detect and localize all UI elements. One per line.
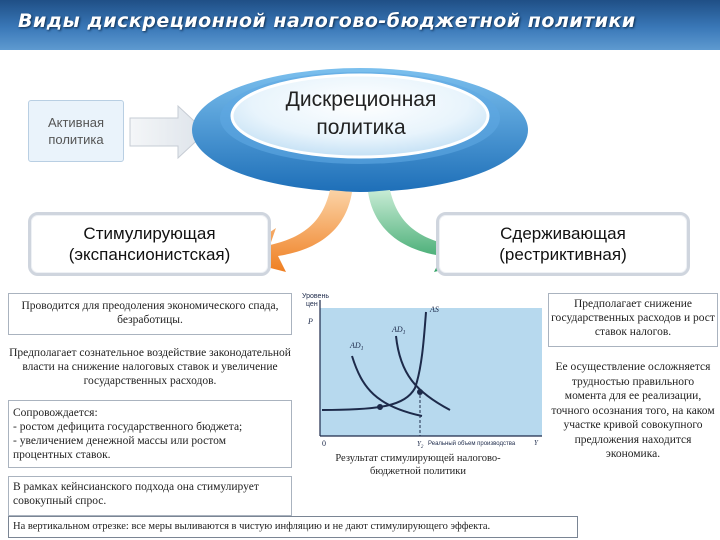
stimulating-policy-box: Стимулирующая (экспансионистская) [28,212,271,276]
right-note-difficulty: Ее осуществление осложняется трудностью … [551,361,715,460]
ad-as-graph: Уровень цен P AS AD1 AD1 0 Y2 Реальный о… [300,288,546,488]
equilibrium-point-2 [417,389,423,395]
graph-x-end: Y [534,439,539,447]
ad0-curve [351,355,423,417]
graph-ad0-label: AD1 [349,341,364,352]
graph-y2-label: Y2 [417,440,424,450]
left-note-keynesian: В рамках кейнсианского подхода она стиму… [8,476,292,516]
center-policy-label: Дискреционная политика [285,88,437,139]
graph-caption: Результат стимулирующей налогово-бюджетн… [335,453,501,477]
graph-p-label: P [307,317,313,326]
equilibrium-point-1 [377,404,383,410]
center-ellipse-inner [230,73,490,159]
title-bar [0,0,720,50]
right-note-measures: Предполагает снижение государственных ра… [548,293,718,347]
graph-shaded-area [320,308,542,436]
restrictive-policy-box: Сдерживающая (рестриктивная) [436,212,690,276]
active-arrow-shape [129,104,207,160]
graph-origin: 0 [322,439,326,448]
graph-y-label-2: цен [306,301,318,308]
graph-as-label: AS [429,305,439,314]
left-note-consequences: Сопровождается: - ростом дефицита госуда… [8,400,292,468]
bottom-note: На вертикальном отрезке: все меры вылива… [8,516,578,538]
active-policy-box: Активная политика [28,100,124,162]
graph-y-label-1: Уровень [302,293,329,300]
graph-x-label: Реальный объем производства [428,440,516,447]
ad1-curve [395,335,451,411]
as-curve [321,311,427,411]
slide-title: Виды дискреционной налогово-бюджетной по… [18,10,636,32]
left-note-purpose: Проводится для преодоления экономическог… [8,293,292,335]
left-note-measures: Предполагает сознательное воздействие за… [9,347,291,387]
graph-ad1-label: AD1 [391,325,406,336]
ad-as-graph-svg: Уровень цен P AS AD1 AD1 0 Y2 Реальный о… [300,288,546,488]
